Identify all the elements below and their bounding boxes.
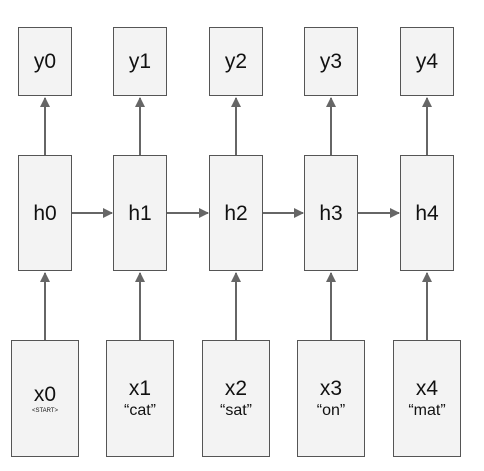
output-label: y0 bbox=[33, 50, 57, 73]
input-box-x1: x1 “cat” bbox=[106, 340, 174, 457]
output-box-y4: y4 bbox=[400, 27, 454, 96]
input-token: <START> bbox=[31, 407, 59, 414]
output-label: y2 bbox=[224, 50, 248, 73]
output-box-y3: y3 bbox=[304, 27, 358, 96]
input-box-x3: x3 “on” bbox=[297, 340, 365, 457]
output-box-y1: y1 bbox=[113, 27, 167, 96]
input-token: “mat” bbox=[408, 402, 446, 419]
hidden-box-h4: h4 bbox=[400, 155, 454, 271]
hidden-box-h0: h0 bbox=[18, 155, 72, 271]
input-label: x3 bbox=[319, 377, 343, 400]
output-label: y3 bbox=[319, 50, 343, 73]
hidden-label: h3 bbox=[319, 201, 343, 225]
input-label: x2 bbox=[224, 377, 248, 400]
input-box-x0: x0 <START> bbox=[11, 340, 79, 457]
hidden-label: h4 bbox=[415, 201, 439, 225]
hidden-box-h3: h3 bbox=[304, 155, 358, 271]
input-label: x0 bbox=[33, 382, 57, 406]
output-box-y2: y2 bbox=[209, 27, 263, 96]
hidden-box-h1: h1 bbox=[113, 155, 167, 271]
hidden-label: h1 bbox=[128, 201, 152, 225]
input-label: x4 bbox=[415, 377, 439, 400]
input-token: “cat” bbox=[124, 402, 156, 419]
input-box-x2: x2 “sat” bbox=[202, 340, 270, 457]
input-token: “sat” bbox=[220, 402, 252, 419]
hidden-label: h0 bbox=[33, 201, 57, 225]
hidden-box-h2: h2 bbox=[209, 155, 263, 271]
input-label: x1 bbox=[128, 377, 152, 400]
output-label: y4 bbox=[415, 50, 439, 73]
output-box-y0: y0 bbox=[18, 27, 72, 96]
output-label: y1 bbox=[128, 50, 152, 73]
input-box-x4: x4 “mat” bbox=[393, 340, 461, 457]
input-token: “on” bbox=[316, 402, 346, 419]
hidden-label: h2 bbox=[224, 201, 248, 225]
